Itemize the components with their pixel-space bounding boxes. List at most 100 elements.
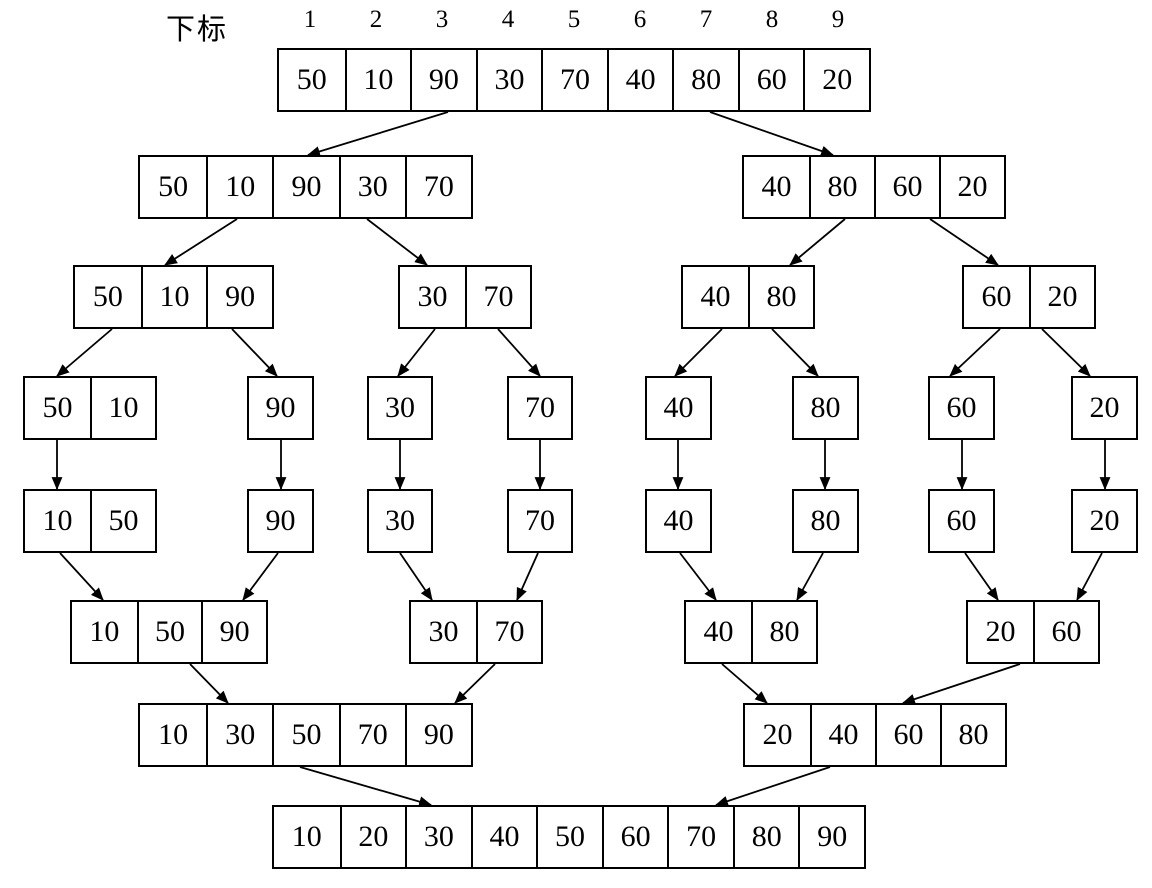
- array-node-n9: 90: [247, 376, 314, 440]
- array-cell: 40: [470, 807, 537, 867]
- arrow-n4-n9: [231, 328, 278, 377]
- array-cell: 80: [810, 391, 841, 424]
- arrow-n4-n8: [56, 328, 113, 377]
- array-node-n18: 30: [367, 489, 433, 553]
- index-number-9: 9: [831, 6, 845, 33]
- arrow-n25-n28: [454, 663, 496, 704]
- array-cell: 10: [291, 820, 322, 853]
- arrow-n28-n30: [299, 766, 433, 807]
- array-cell: 60: [1032, 602, 1098, 662]
- array-cell: 40: [606, 50, 673, 110]
- arrow-n26-n29: [721, 663, 768, 704]
- array-cell: 80: [808, 157, 874, 217]
- array-cell: 30: [385, 504, 415, 537]
- array-cell: 90: [201, 602, 266, 662]
- array-cell: 30: [338, 157, 405, 217]
- array-node-n22: 60: [928, 489, 995, 553]
- array-cell: 30: [417, 280, 448, 313]
- arrow-n23-n27: [1076, 552, 1103, 601]
- array-cell: 10: [206, 157, 272, 217]
- array-node-n23: 20: [1071, 489, 1138, 553]
- array-node-n7: 60 20: [962, 265, 1096, 329]
- array-cell: 40: [700, 280, 731, 313]
- arrow-n24-n28: [189, 663, 229, 704]
- arrow-n6-n13: [771, 328, 819, 377]
- arrow-n7-n15: [1041, 328, 1091, 377]
- array-cell: 40: [703, 615, 734, 648]
- array-cell: 60: [946, 391, 977, 424]
- arrow-n21-n26: [796, 552, 824, 601]
- index-number-4: 4: [501, 6, 515, 33]
- index-label: 下标: [166, 14, 229, 46]
- array-cell: 70: [404, 157, 471, 217]
- array-cell: 20: [339, 807, 406, 867]
- array-node-n21: 80: [792, 489, 859, 553]
- array-cell: 80: [939, 705, 1005, 765]
- array-cell: 10: [89, 378, 155, 438]
- array-node-n13: 80: [792, 376, 859, 440]
- array-cell: 20: [1089, 391, 1120, 424]
- arrow-n29-n30: [714, 766, 831, 807]
- array-cell: 10: [89, 615, 120, 648]
- index-number-5: 5: [567, 6, 581, 33]
- array-cell: 50: [92, 280, 123, 313]
- array-cell: 20: [985, 615, 1016, 648]
- array-cell: 60: [981, 280, 1012, 313]
- array-cell: 20: [762, 718, 793, 751]
- array-cell: 60: [874, 705, 940, 765]
- array-cell: 60: [946, 504, 977, 537]
- array-node-n11: 70: [507, 376, 573, 440]
- array-node-n25: 30 70: [409, 600, 543, 664]
- array-cell: 70: [464, 267, 530, 327]
- array-cell: 20: [1089, 504, 1120, 537]
- array-cell: 70: [525, 504, 555, 537]
- array-cell: 80: [810, 504, 841, 537]
- array-cell: 30: [475, 50, 542, 110]
- index-number-2: 2: [369, 6, 383, 33]
- array-cell: 40: [663, 391, 694, 424]
- array-cell: 50: [536, 807, 602, 867]
- array-cell: 30: [428, 615, 459, 648]
- array-cell: 90: [404, 705, 471, 765]
- array-cell: 90: [206, 267, 272, 327]
- array-cell: 30: [405, 807, 471, 867]
- arrow-n27-n29: [901, 663, 1021, 705]
- array-node-n15: 20: [1071, 376, 1138, 440]
- array-node-n17: 90: [247, 489, 314, 553]
- array-node-n6: 40 80: [681, 265, 815, 329]
- array-cell: 20: [938, 157, 1004, 217]
- arrow-n22-n27: [964, 552, 999, 601]
- array-cell: 20: [1028, 267, 1094, 327]
- arrow-n19-n25: [516, 552, 539, 601]
- array-cell: 10: [158, 718, 189, 751]
- array-cell: 70: [475, 602, 541, 662]
- arrow-n20-n26: [679, 552, 717, 601]
- array-cell: 80: [732, 807, 799, 867]
- array-cell: 50: [136, 602, 202, 662]
- array-cell: 80: [747, 267, 813, 327]
- arrow-n18-n25: [399, 552, 433, 601]
- array-cell: 10: [140, 267, 207, 327]
- array-node-n5: 30 70: [398, 265, 532, 329]
- array-cell: 50: [89, 491, 155, 551]
- index-number-8: 8: [765, 6, 779, 33]
- array-cell: 70: [541, 50, 607, 110]
- array-cell: 70: [525, 391, 555, 424]
- array-node-n12: 40: [645, 376, 712, 440]
- arrow-n3-n7: [929, 218, 999, 266]
- array-cell: 70: [338, 705, 405, 765]
- arrow-n16-n24: [59, 552, 104, 601]
- index-number-1: 1: [303, 6, 317, 33]
- array-cell: 90: [410, 50, 476, 110]
- array-cell: 80: [672, 50, 738, 110]
- array-cell: 20: [803, 50, 869, 110]
